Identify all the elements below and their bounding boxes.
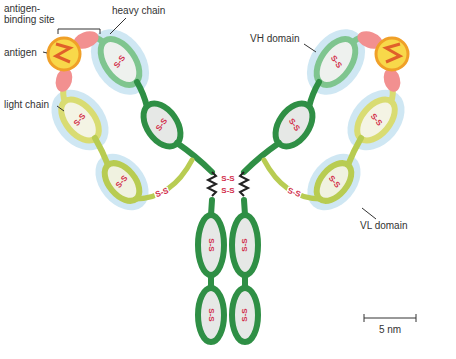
leader-line (110, 18, 126, 34)
disulfide-bond: S-S (241, 308, 249, 321)
disulfide-bond: S-S (221, 187, 234, 195)
bracket (58, 29, 100, 34)
part-label: antigen-binding site (4, 3, 56, 25)
part-label: light chain (4, 99, 49, 110)
disulfide-bond: S-S (285, 187, 302, 200)
disulfide-bond: S-S (221, 175, 234, 183)
part-label: heavy chain (112, 5, 165, 16)
leader-line (43, 52, 47, 53)
disulfide-bond: S-S (153, 187, 170, 200)
leader-line (57, 106, 64, 111)
disulfide-bond: S-S (207, 238, 215, 251)
disulfide-bond: S-S (241, 238, 249, 251)
scale-label: 5 nm (379, 324, 401, 335)
leader-line (304, 44, 316, 52)
leader-line (362, 208, 376, 219)
disulfide-bond: S-S (207, 308, 215, 321)
part-label: antigen (4, 47, 37, 58)
part-label: VH domain (250, 33, 299, 44)
part-label: VL domain (360, 220, 407, 231)
scale-bar (364, 314, 416, 322)
